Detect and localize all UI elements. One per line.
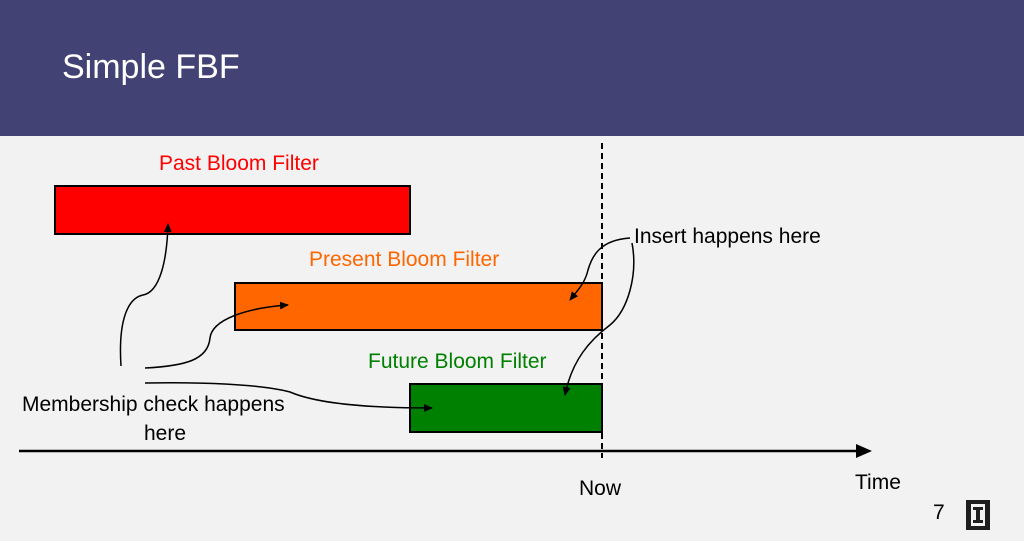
membership-annotation-line1: Membership check happens	[22, 393, 285, 416]
page-number: 7	[933, 501, 945, 524]
title-bar: Simple FBF	[0, 0, 1024, 136]
present-bloom-filter-bar	[234, 282, 603, 331]
past-filter-label: Past Bloom Filter	[159, 152, 319, 175]
time-axis-label: Time	[855, 471, 901, 494]
time-axis-arrowhead	[856, 444, 872, 458]
now-label: Now	[579, 477, 622, 500]
future-filter-label: Future Bloom Filter	[368, 350, 547, 373]
university-logo-icon	[966, 500, 990, 530]
future-bloom-filter-bar	[409, 383, 603, 433]
membership-arrow-past	[119, 223, 172, 367]
membership-arrow-future	[144, 382, 433, 412]
present-filter-label: Present Bloom Filter	[309, 248, 500, 271]
past-bloom-filter-bar	[54, 185, 411, 235]
insert-arrow-future	[562, 242, 635, 396]
membership-arrow-present	[144, 301, 289, 369]
insert-annotation: Insert happens here	[634, 225, 821, 248]
membership-annotation-line2: here	[144, 422, 187, 445]
insert-arrow-present	[569, 237, 631, 301]
slide-title: Simple FBF	[62, 48, 240, 86]
